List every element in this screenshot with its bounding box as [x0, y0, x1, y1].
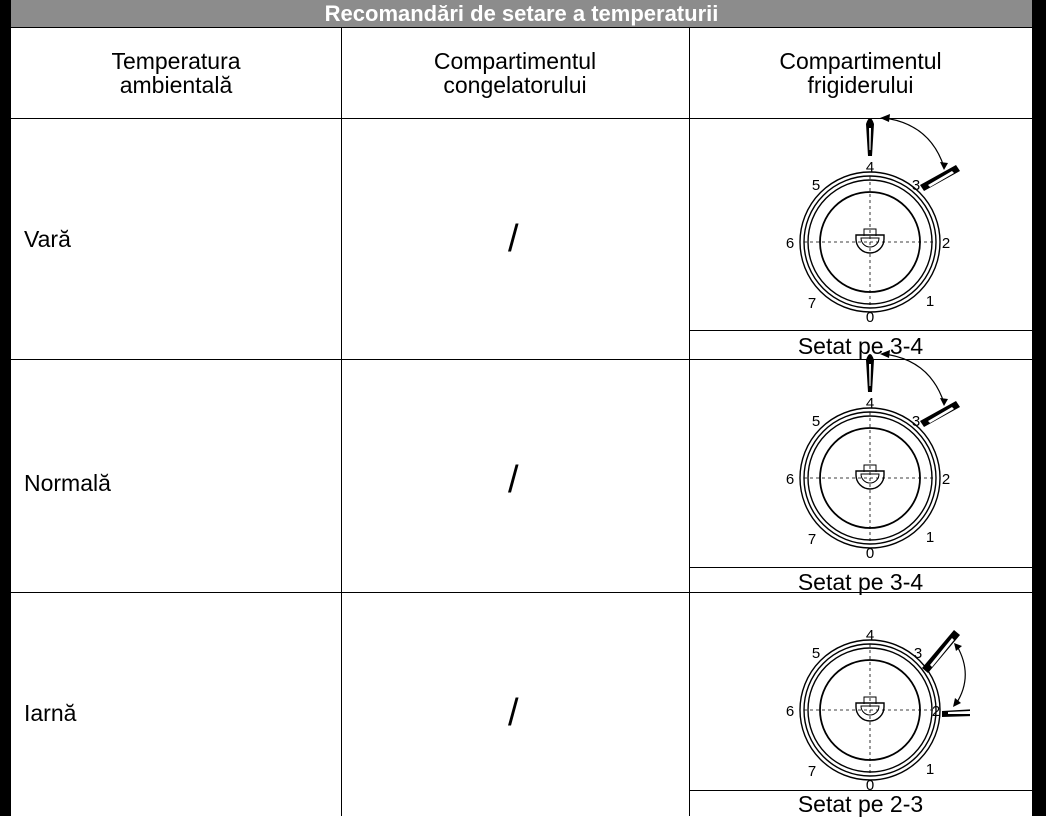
svg-text:2: 2	[932, 703, 940, 720]
svg-text:7: 7	[808, 295, 816, 312]
svg-text:0: 0	[866, 309, 874, 326]
season-summer: Vară	[24, 226, 71, 252]
fridge-setting: Setat pe 3-4	[797, 569, 924, 595]
svg-text:4: 4	[866, 159, 874, 176]
freezer-value: /	[508, 692, 519, 734]
setting-divider	[689, 567, 1032, 568]
svg-text:5: 5	[812, 177, 820, 194]
setting-divider	[689, 790, 1032, 791]
column-divider	[689, 27, 690, 816]
freezer-value: /	[508, 459, 519, 501]
svg-text:4: 4	[866, 395, 874, 412]
season-winter: Iarnă	[24, 700, 77, 726]
table-title: Recomandări de setare a temperaturii	[11, 0, 1032, 28]
setting-divider	[689, 330, 1032, 331]
svg-text:6: 6	[786, 703, 794, 720]
svg-text:0: 0	[866, 777, 874, 794]
svg-text:3: 3	[914, 645, 922, 662]
svg-text:6: 6	[786, 235, 794, 252]
row-divider	[11, 359, 1032, 360]
svg-text:3: 3	[912, 177, 920, 194]
row-divider	[11, 592, 1032, 593]
left-border	[0, 0, 11, 816]
fridge-setting: Setat pe 2-3	[797, 791, 924, 817]
svg-text:2: 2	[942, 471, 950, 488]
svg-text:3: 3	[912, 413, 920, 430]
header-divider	[11, 118, 1032, 119]
svg-text:7: 7	[808, 531, 816, 548]
svg-text:1: 1	[926, 761, 934, 778]
fridge-setting: Setat pe 3-4	[797, 333, 924, 359]
column-divider	[341, 27, 342, 816]
svg-text:6: 6	[786, 471, 794, 488]
thermostat-dial-icon: 0 1 2 3 4 5 6 7	[786, 114, 960, 326]
svg-text:1: 1	[926, 529, 934, 546]
svg-text:1: 1	[926, 293, 934, 310]
svg-text:0: 0	[866, 545, 874, 562]
season-normal: Normală	[24, 470, 111, 496]
svg-text:4: 4	[866, 627, 874, 644]
thermostat-dial-icon: 0 1 2 3 4 5 6 7	[786, 350, 960, 562]
svg-text:5: 5	[812, 413, 820, 430]
svg-text:7: 7	[808, 763, 816, 780]
freezer-value: /	[508, 218, 519, 260]
thermostat-dial-icon: 0 1 2 3 4 5 6 7	[786, 627, 970, 794]
right-border	[1032, 0, 1046, 816]
svg-text:2: 2	[942, 235, 950, 252]
svg-text:5: 5	[812, 645, 820, 662]
